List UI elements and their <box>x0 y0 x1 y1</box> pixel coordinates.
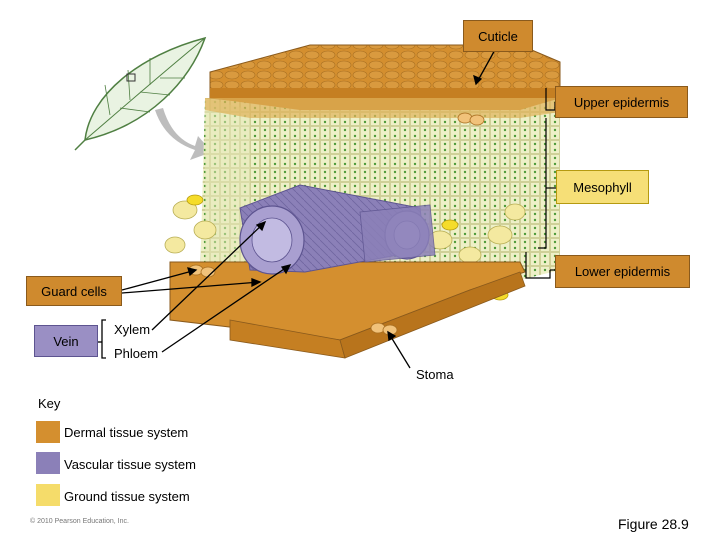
copyright-text: © 2010 Pearson Education, Inc. <box>30 518 129 525</box>
vein-bundle <box>239 184 436 275</box>
cuticle-label: Cuticle <box>463 20 533 52</box>
key-item-ground: Ground tissue system <box>64 489 190 504</box>
phloem-label: Phloem <box>114 346 159 361</box>
upper-epidermis-layer <box>205 44 561 118</box>
small-leaf-icon <box>74 36 207 151</box>
pointer-lines <box>98 47 497 369</box>
upper-epidermis-label: Upper epidermis <box>555 86 688 118</box>
key-item-dermal: Dermal tissue system <box>64 425 189 440</box>
key-title: Key <box>38 396 61 411</box>
figure-number: Figure 28.9 <box>618 516 689 532</box>
vascular-swatch <box>36 452 60 474</box>
dermal-swatch <box>36 421 60 443</box>
zoom-arrow-icon <box>155 108 212 160</box>
xylem-label: Xylem <box>114 322 151 337</box>
lower-epidermis-label: Lower epidermis <box>555 255 690 288</box>
guard-cells-label: Guard cells <box>26 276 122 306</box>
vein-label: Vein <box>34 325 98 357</box>
stoma-label: Stoma <box>416 367 454 382</box>
key-item-vascular: Vascular tissue system <box>64 457 196 472</box>
ground-swatch <box>36 484 60 506</box>
mesophyll-label: Mesophyll <box>556 170 649 204</box>
